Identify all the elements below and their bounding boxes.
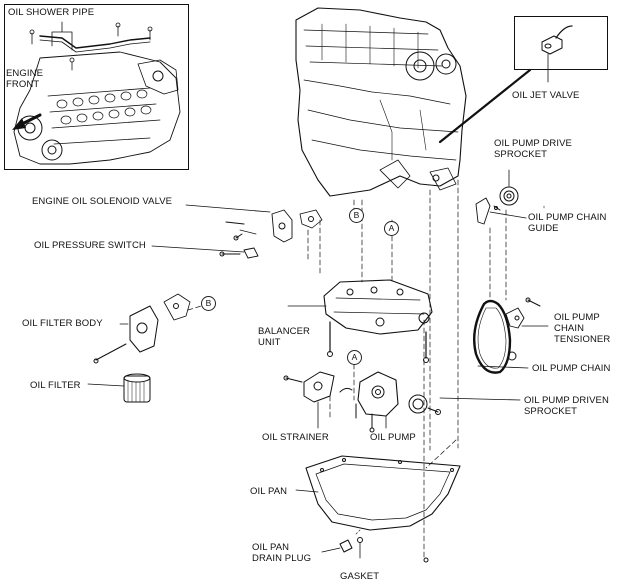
oil-pump-chain-guide-line1: OIL PUMP CHAIN bbox=[528, 212, 607, 223]
engine-front-line2: FRONT bbox=[6, 79, 40, 90]
oil-pump-chain-label: OIL PUMP CHAIN bbox=[532, 363, 611, 374]
oil-shower-pipe-label: OIL SHOWER PIPE bbox=[8, 7, 95, 18]
balancer-unit-drawing bbox=[287, 279, 433, 363]
alignment-guides bbox=[187, 179, 507, 561]
oil-pump-drive-sprocket-line1: OIL PUMP DRIVE bbox=[494, 138, 572, 149]
oil-pump-drawing bbox=[355, 371, 399, 433]
callout-a-block: A bbox=[384, 221, 399, 236]
balancer-unit-line2: UNIT bbox=[258, 337, 281, 348]
oil-pan-drain-plug-label: OIL PAN DRAIN PLUG bbox=[252, 542, 311, 564]
oil-pressure-switch-label: OIL PRESSURE SWITCH bbox=[34, 240, 146, 251]
oil-pump-chain-tensioner-line3: TENSIONER bbox=[554, 334, 611, 345]
engine-oil-solenoid-valve-label: ENGINE OIL SOLENOID VALVE bbox=[32, 196, 173, 207]
oil-pan-drain-plug-line1: OIL PAN bbox=[252, 542, 290, 553]
oil-pump-driven-sprocket-line1: OIL PUMP DRIVEN bbox=[524, 395, 609, 406]
engine-front-label: ENGINE FRONT bbox=[6, 68, 43, 90]
oil-filter-body-label: OIL FILTER BODY bbox=[22, 318, 103, 329]
oil-pump-driven-sprocket-drawing bbox=[408, 394, 521, 415]
oil-pan-drawing bbox=[295, 455, 461, 563]
engine-front-line1: ENGINE bbox=[6, 68, 44, 79]
inset-engine-head-drawing bbox=[12, 21, 181, 165]
callout-b-block: B bbox=[349, 208, 364, 223]
engine-block-drawing bbox=[295, 7, 467, 197]
oil-pump-label: OIL PUMP bbox=[370, 432, 416, 443]
oil-pump-drive-sprocket-drawing bbox=[499, 169, 519, 206]
oil-jet-valve-label: OIL JET VALVE bbox=[512, 90, 580, 101]
oil-strainer-drawing bbox=[283, 371, 353, 429]
oil-pump-driven-sprocket-line2: SPROCKET bbox=[524, 406, 578, 417]
oil-shower-pipe-inset bbox=[4, 4, 189, 170]
oil-pump-drive-sprocket-label: OIL PUMP DRIVE SPROCKET bbox=[494, 138, 572, 160]
gasket-label: GASKET bbox=[340, 571, 380, 582]
oil-pump-chain-tensioner-line2: CHAIN bbox=[554, 323, 585, 334]
balancer-unit-label: BALANCER UNIT bbox=[258, 326, 310, 348]
oil-pump-chain-tensioner-label: OIL PUMP CHAIN TENSIONER bbox=[554, 312, 610, 345]
oil-pan-label: OIL PAN bbox=[250, 486, 288, 497]
callout-a-oil-pump: A bbox=[347, 350, 362, 365]
oil-jet-valve-inset bbox=[514, 16, 608, 70]
oil-pump-chain-drawing bbox=[473, 297, 549, 374]
oil-filter-label: OIL FILTER bbox=[30, 380, 81, 391]
callout-b-filter-body: B bbox=[201, 296, 216, 311]
oil-pan-drain-plug-line2: DRAIN PLUG bbox=[252, 553, 312, 564]
oil-strainer-label: OIL STRAINER bbox=[262, 432, 329, 443]
oil-jet-valve-drawing bbox=[438, 25, 573, 144]
oil-pump-chain-guide-line2: GUIDE bbox=[528, 223, 559, 234]
oil-pump-chain-guide-drawing bbox=[475, 197, 527, 225]
balancer-unit-line1: BALANCER bbox=[258, 326, 311, 337]
oil-pump-chain-guide-label: OIL PUMP CHAIN GUIDE bbox=[528, 212, 606, 234]
solenoid-valve-drawing bbox=[151, 204, 323, 259]
oil-filter-body-drawing bbox=[93, 293, 191, 364]
oil-filter-drawing bbox=[87, 373, 151, 403]
oil-pump-chain-tensioner-line1: OIL PUMP bbox=[554, 312, 600, 323]
oil-pump-drive-sprocket-line2: SPROCKET bbox=[494, 149, 548, 160]
oil-pump-driven-sprocket-label: OIL PUMP DRIVEN SPROCKET bbox=[524, 395, 609, 417]
